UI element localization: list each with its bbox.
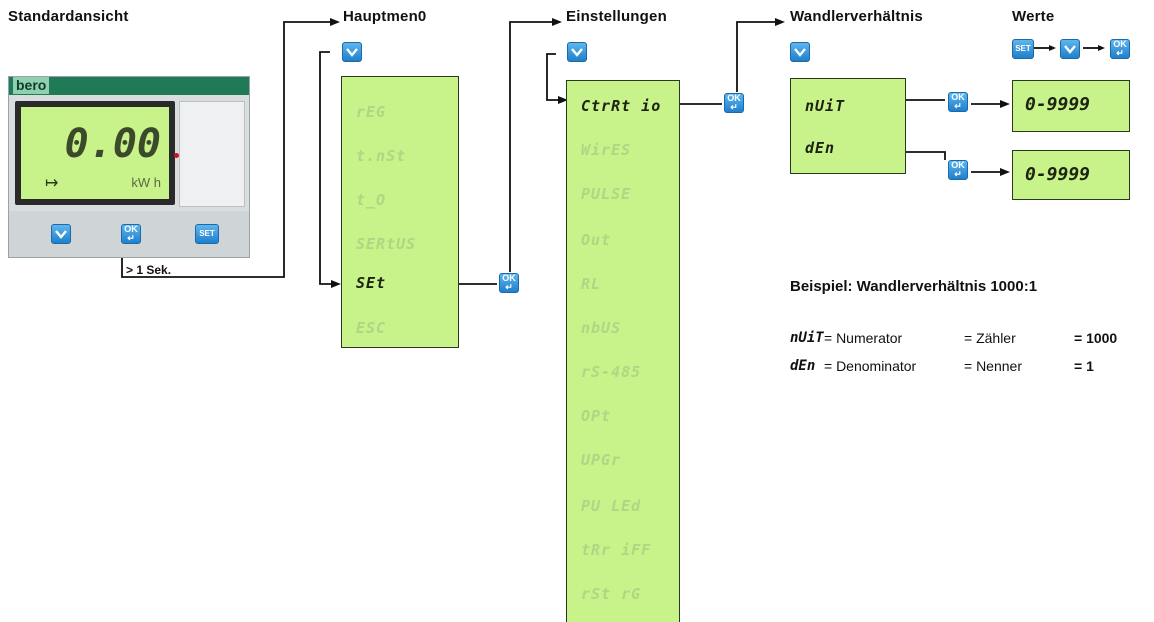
chevron-down-icon	[346, 48, 358, 57]
value-box-numerator: 0-9999	[1012, 80, 1130, 132]
ratio-menu-panel: nUiT dEn	[790, 78, 906, 174]
device-down-button[interactable]	[51, 224, 71, 244]
example-code: nUiT	[790, 330, 824, 346]
settings-menu-item[interactable]: rS-485	[581, 363, 642, 381]
device-header: bero	[9, 77, 249, 95]
settings-menu-item[interactable]: UPGr	[581, 451, 622, 469]
device-reading: 0.00	[64, 121, 161, 167]
value-range: 0-9999	[1025, 94, 1091, 115]
value-box-denominator: 0-9999	[1012, 150, 1130, 200]
example-german: = Zähler	[964, 330, 1016, 346]
device-unit: kW h	[131, 175, 161, 190]
ok-label: OK	[1113, 39, 1127, 49]
example-row-denominator: dEn = Denominator = Nenner = 1	[790, 358, 1150, 378]
ok-label: OK	[951, 92, 965, 102]
chevron-down-icon	[571, 48, 583, 57]
ok-label: OK	[124, 224, 138, 234]
value-range: 0-9999	[1025, 164, 1091, 185]
device-lcd: 0.00 ↦ kW h	[21, 107, 169, 199]
main-menu-item[interactable]: rEG	[356, 103, 387, 121]
device-set-button[interactable]: SET	[195, 224, 219, 244]
ok-button-denominator[interactable]: OK↵	[948, 160, 968, 180]
example-desc: = Denominator	[824, 358, 917, 374]
werte-down-button[interactable]	[1060, 39, 1080, 59]
ratio-down-button[interactable]	[790, 42, 810, 62]
example-heading: Beispiel: Wandlerverhältnis 1000:1	[790, 278, 1038, 295]
settings-menu-item[interactable]: PULSE	[581, 185, 632, 203]
settings-menu-item[interactable]: rSt rG	[581, 585, 642, 603]
main-menu-item[interactable]: ESC	[356, 319, 387, 337]
enter-icon: ↵	[505, 282, 513, 292]
settings-menu-item[interactable]: tRr iFF	[581, 541, 652, 559]
ok-label: OK	[951, 160, 965, 170]
example-german: = Nenner	[964, 358, 1022, 374]
enter-icon: ↵	[1116, 48, 1124, 58]
ok-label: OK	[502, 273, 516, 283]
settings-menu-item-active[interactable]: CtrRt io	[581, 97, 662, 115]
example-value: = 1	[1074, 358, 1094, 374]
device-side-panel	[179, 101, 245, 207]
title-values: Werte	[1012, 8, 1055, 25]
chevron-down-icon	[1064, 45, 1076, 54]
main-menu-item[interactable]: t_O	[356, 191, 387, 209]
hold-note: > 1 Sek.	[126, 263, 172, 277]
werte-set-button[interactable]: SET	[1012, 39, 1034, 59]
energy-meter-device: bero 0.00 ↦ kW h OK↵ SET	[8, 76, 250, 258]
main-menu-panel: rEG t.nSt t_O SERtUS SEt ESC	[341, 76, 459, 348]
settings-menu-panel: CtrRt io WirES PULSE Out RL nbUS rS-485 …	[566, 80, 680, 622]
ratio-menu-item[interactable]: nUiT	[805, 97, 846, 115]
settings-menu-item[interactable]: OPt	[581, 407, 612, 425]
enter-icon: ↵	[954, 101, 962, 111]
example-value: = 1000	[1074, 330, 1118, 346]
settings-menu-item[interactable]: RL	[581, 275, 602, 293]
example-code: dEn	[790, 358, 816, 374]
enter-icon: ↵	[954, 169, 962, 179]
device-brand-logo: bero	[13, 77, 50, 94]
title-settings: Einstellungen	[566, 8, 667, 25]
ok-button-numerator[interactable]: OK↵	[948, 92, 968, 112]
chevron-down-icon	[794, 48, 806, 57]
title-main-menu: Hauptmen0	[343, 8, 427, 25]
status-dot	[174, 153, 179, 158]
settings-down-button[interactable]	[567, 42, 587, 62]
settings-menu-item[interactable]: WirES	[581, 141, 632, 159]
chevron-down-icon	[55, 230, 67, 239]
settings-menu-item[interactable]: nbUS	[581, 319, 622, 337]
settings-menu-item[interactable]: PU LEd	[581, 497, 642, 515]
title-standard-view: Standardansicht	[8, 8, 129, 25]
ok-button-to-ratio[interactable]: OK↵	[724, 93, 744, 113]
device-display-frame: 0.00 ↦ kW h	[15, 101, 175, 205]
example-row-numerator: nUiT = Numerator = Zähler = 1000	[790, 330, 1150, 350]
arrow-right-icon: ↦	[45, 175, 59, 192]
enter-icon: ↵	[127, 233, 135, 243]
ok-button-to-settings[interactable]: OK↵	[499, 273, 519, 293]
ok-label: OK	[727, 93, 741, 103]
example-desc: = Numerator	[824, 330, 903, 346]
settings-menu-item[interactable]: Out	[581, 231, 612, 249]
title-ratio: Wandlerverhältnis	[790, 8, 923, 25]
ratio-menu-item[interactable]: dEn	[805, 139, 836, 157]
main-menu-down-button[interactable]	[342, 42, 362, 62]
main-menu-item[interactable]: t.nSt	[356, 147, 407, 165]
main-menu-item-active[interactable]: SEt	[356, 274, 387, 292]
werte-ok-button[interactable]: OK↵	[1110, 39, 1130, 59]
enter-icon: ↵	[730, 102, 738, 112]
main-menu-item[interactable]: SERtUS	[356, 235, 417, 253]
device-ok-button[interactable]: OK↵	[121, 224, 141, 244]
